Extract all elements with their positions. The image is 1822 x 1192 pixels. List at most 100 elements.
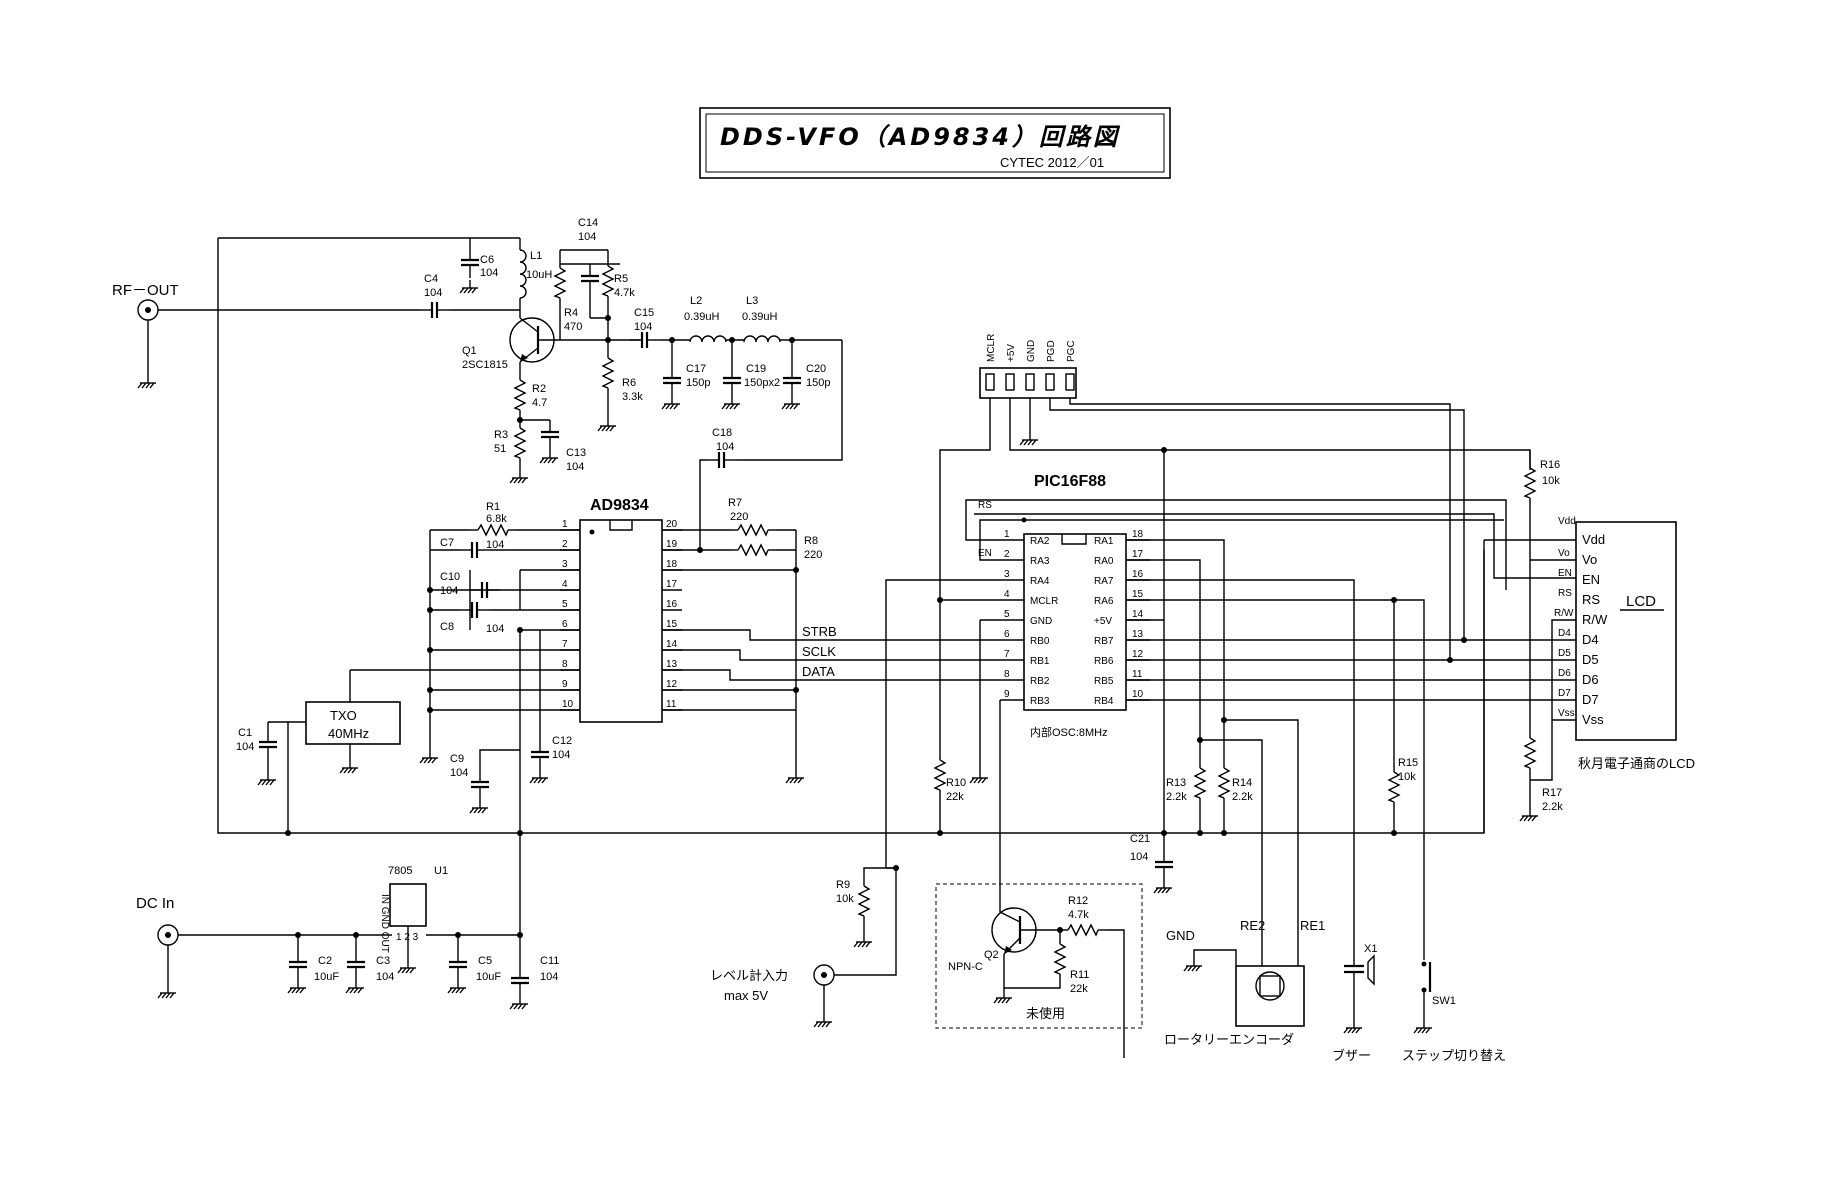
ic-pic16f88: PIC16F88 内部OSC:8MHz 1RA22RA33RA44MCLR5GN…	[1000, 473, 1150, 739]
c4-value: 104	[424, 287, 442, 299]
lcd-net-vo: Vo	[1558, 548, 1570, 559]
c17-ref: C17	[686, 363, 706, 375]
lcd-title: LCD	[1626, 593, 1656, 610]
level-input-connector: レベル計入力 max 5V	[710, 868, 897, 1028]
c7-ref: C7	[440, 537, 454, 549]
l1-value: 10uH	[526, 269, 552, 281]
capacitor-c13: C13 104	[517, 417, 586, 473]
pic-pin-number: 15	[1132, 589, 1144, 600]
pic-pin-number: 2	[1004, 549, 1010, 560]
title-block: DDS-VFO（AD9834）回路図 CYTEC 2012／01	[699, 107, 1171, 179]
ad9834-pin-number: 10	[562, 699, 574, 710]
c5-ref: C5	[478, 955, 492, 967]
pic-pin-name: +5V	[1094, 616, 1112, 627]
reg-ref: U1	[434, 865, 448, 877]
encoder-re1-label: RE1	[1300, 918, 1325, 933]
r15-value: 10k	[1398, 771, 1416, 783]
ad9834-pin-number: 2	[562, 539, 568, 550]
header-pin-label: PGD	[1046, 340, 1057, 362]
r6-value: 3.3k	[622, 391, 643, 403]
x1-ref: X1	[1364, 943, 1377, 955]
capacitor-c9: C9 104	[450, 749, 520, 814]
resistor-r15: R15 10k	[1388, 600, 1418, 836]
pic-pin-name: RA0	[1094, 556, 1114, 567]
c9-value: 104	[450, 767, 468, 779]
pic-pin-name: RB0	[1030, 636, 1050, 647]
buzzer-x1: X1 ブザー	[1332, 943, 1377, 1063]
header-pin	[1065, 373, 1075, 391]
ad9834-pin-number: 1	[562, 519, 568, 530]
r1-value: 6.8k	[486, 513, 507, 525]
r4-ref: R4	[564, 307, 578, 319]
lcd-pin-label: D4	[1582, 632, 1599, 647]
r15-ref: R15	[1398, 757, 1418, 769]
capacitor-c19: C19 150px2	[721, 340, 780, 410]
ad9834-pin-number: 11	[666, 699, 677, 710]
resistor-r8: R8 220	[662, 535, 822, 561]
c4-ref: C4	[424, 273, 438, 285]
capacitor-c15: C15 104	[628, 307, 662, 350]
lcd-net-d7: D7	[1558, 688, 1571, 699]
pic-pin-number: 9	[1004, 689, 1010, 700]
pic-pin-number: 7	[1004, 649, 1010, 660]
l3-ref: L3	[746, 295, 758, 307]
capacitor-c1: C1 104	[236, 721, 288, 786]
switch-sw1: SW1 ステップ切り替え	[1402, 961, 1506, 1063]
c11-value: 104	[540, 971, 558, 983]
ad9834-pin-number: 9	[562, 679, 568, 690]
c1-ref: C1	[238, 727, 252, 739]
lcd-caption: 秋月電子通商のLCD	[1578, 756, 1695, 771]
resistor-r9: R9 10k	[836, 865, 899, 948]
c13-value: 104	[566, 461, 584, 473]
c19-ref: C19	[746, 363, 766, 375]
r3-ref: R3	[494, 429, 508, 441]
rs-net-label: RS	[978, 500, 992, 511]
level-max-label: max 5V	[724, 988, 768, 1003]
pic-pin-name: RA3	[1030, 556, 1050, 567]
r16-value: 10k	[1542, 475, 1560, 487]
lcd-pin-label: R/W	[1582, 612, 1608, 627]
r17-value: 2.2k	[1542, 801, 1563, 813]
ad9834-pin-number: 8	[562, 659, 568, 670]
pic-pin-name: RB2	[1030, 676, 1050, 687]
strb-label: STRB	[802, 624, 837, 639]
c6-value: 104	[480, 267, 498, 279]
r13-ref: R13	[1166, 777, 1186, 789]
r6-ref: R6	[622, 377, 636, 389]
lcd-net-rw: R/W	[1554, 608, 1574, 619]
l1-ref: L1	[530, 250, 542, 262]
unused-caption: 未使用	[1026, 1006, 1065, 1021]
pic-pin-number: 4	[1004, 589, 1010, 600]
c21-value: 104	[1130, 851, 1148, 863]
txo-name: TXO	[330, 708, 357, 723]
lcd-net-d5: D5	[1558, 648, 1571, 659]
r7-ref: R7	[728, 497, 742, 509]
ad9834-pin-number: 13	[666, 659, 678, 670]
capacitor-c12: C12 104	[529, 630, 572, 784]
pic-pin-number: 17	[1132, 549, 1144, 560]
pic-pin-name: RA1	[1094, 536, 1114, 547]
r12-value: 4.7k	[1068, 909, 1089, 921]
c1-value: 104	[236, 741, 254, 753]
r9-ref: R9	[836, 879, 850, 891]
encoder-re2-label: RE2	[1240, 918, 1265, 933]
r10-value: 22k	[946, 791, 964, 803]
dc-input-connector: DC In	[136, 895, 392, 999]
transistor-q1: Q1 2SC1815	[462, 317, 560, 371]
c3-ref: C3	[376, 955, 390, 967]
lcd-pin-label: Vo	[1582, 552, 1597, 567]
capacitor-c7: C7 104	[430, 537, 580, 560]
pic-pin-number: 14	[1132, 609, 1144, 620]
resistor-r3: R3 51	[494, 419, 529, 484]
r2-ref: R2	[532, 383, 546, 395]
r8-value: 220	[804, 549, 822, 561]
pic-pin-name: RA4	[1030, 576, 1050, 587]
power-bus	[217, 237, 1485, 834]
c14-value: 104	[578, 231, 596, 243]
lcd-net-d6: D6	[1558, 668, 1571, 679]
l3-value: 0.39uH	[742, 311, 778, 323]
pic-pin-number: 3	[1004, 569, 1010, 580]
